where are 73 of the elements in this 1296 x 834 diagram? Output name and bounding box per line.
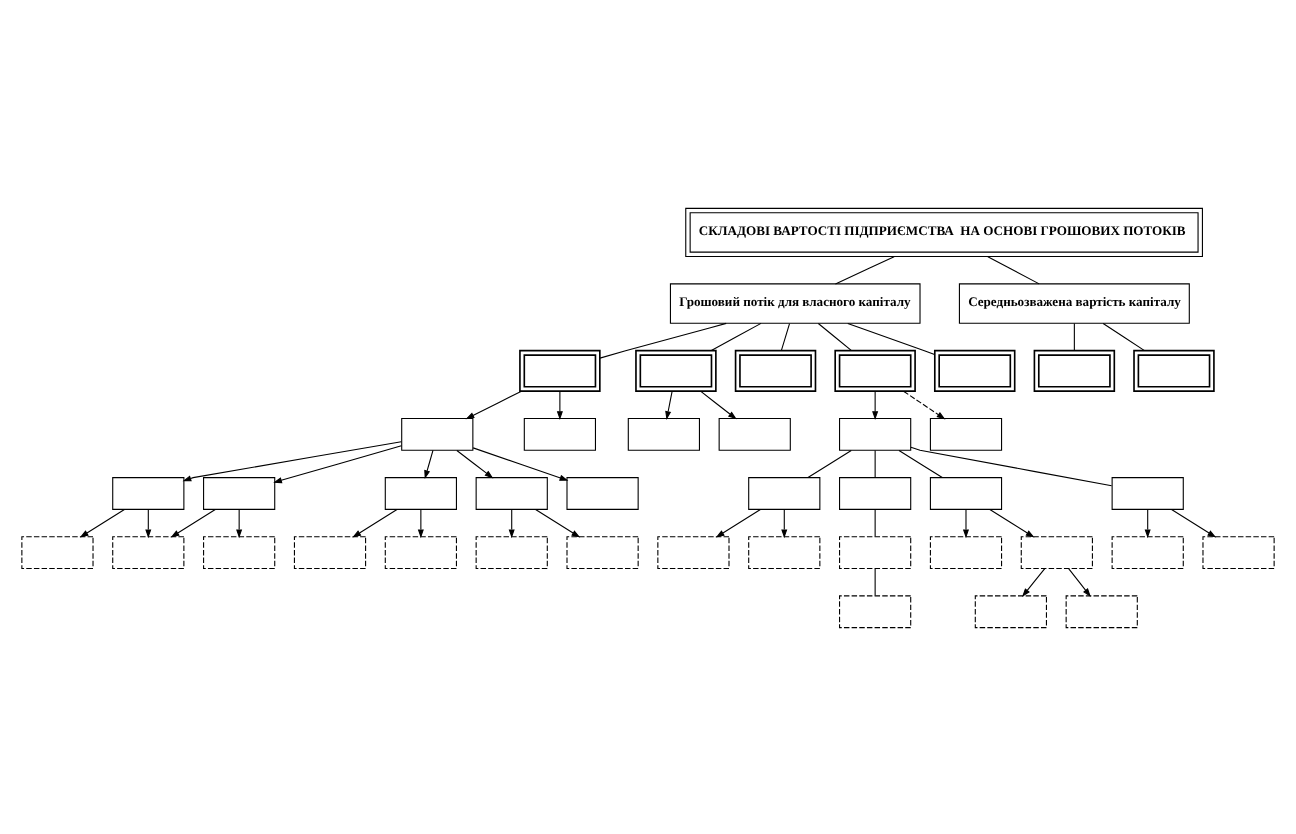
- arrow: [665, 389, 673, 419]
- arrow: [236, 508, 243, 538]
- arrow: [145, 508, 152, 538]
- node-box: [718, 417, 791, 450]
- node-box: [748, 535, 821, 569]
- connector: [817, 322, 853, 351]
- node-box: [1111, 535, 1184, 569]
- arrow: [1171, 508, 1217, 537]
- node-box: [475, 476, 548, 509]
- node-box: [839, 594, 912, 628]
- node-box: [523, 417, 596, 450]
- arrow: [535, 508, 581, 537]
- connector: [910, 445, 1113, 486]
- connector: [874, 448, 876, 477]
- node-box: [929, 417, 1003, 450]
- node-box: [384, 535, 457, 569]
- node-box: [203, 476, 276, 509]
- node-box: [839, 535, 912, 569]
- arrow: [1144, 508, 1151, 538]
- connector: [599, 321, 727, 358]
- arrow: [1022, 567, 1046, 596]
- node-box: [112, 476, 185, 509]
- node-box: [839, 476, 912, 509]
- node-box: [384, 476, 457, 509]
- arrow: [872, 389, 879, 419]
- arrow: [465, 389, 522, 419]
- node-box: [21, 535, 94, 569]
- arrow: [700, 389, 737, 419]
- connector: [1102, 322, 1146, 351]
- node-box: [1020, 535, 1093, 569]
- arrow: [170, 508, 216, 537]
- arrow: [182, 440, 402, 481]
- node-box: [112, 535, 185, 569]
- connector: [987, 255, 1040, 284]
- arrow: [79, 508, 125, 537]
- connector: [874, 508, 876, 537]
- node-box: [401, 417, 474, 450]
- node-box: [1202, 535, 1275, 569]
- arrow: [508, 508, 515, 538]
- connector: [1073, 322, 1075, 350]
- arrow: [903, 389, 946, 419]
- node-box: [839, 417, 912, 450]
- arrow: [456, 448, 494, 478]
- arrow: [352, 508, 398, 537]
- arrow: [962, 508, 970, 538]
- node-box: [929, 476, 1003, 509]
- node-box: [1111, 476, 1184, 509]
- arrow: [417, 508, 424, 538]
- node-box: [627, 417, 700, 450]
- arrow: [273, 444, 402, 483]
- arrow: [781, 508, 788, 538]
- node-box: [657, 535, 730, 569]
- connector: [834, 255, 895, 284]
- connector: [780, 322, 791, 350]
- connector: [898, 448, 943, 478]
- node-box: [203, 535, 276, 569]
- arrow: [1068, 567, 1091, 596]
- node-box: [929, 535, 1003, 569]
- arrow: [715, 508, 761, 537]
- connector: [874, 567, 876, 596]
- connector: [807, 448, 852, 478]
- node-box: [475, 535, 548, 569]
- node-box: [748, 476, 821, 509]
- node-box: [974, 594, 1047, 628]
- arrow: [472, 446, 569, 480]
- node-box: [293, 535, 367, 569]
- arrow: [424, 448, 434, 478]
- node-box: [566, 535, 639, 569]
- connector: [710, 321, 762, 351]
- arrow: [556, 389, 563, 419]
- arrow: [989, 508, 1035, 537]
- node-box: [566, 476, 639, 509]
- node-box: [1065, 594, 1138, 628]
